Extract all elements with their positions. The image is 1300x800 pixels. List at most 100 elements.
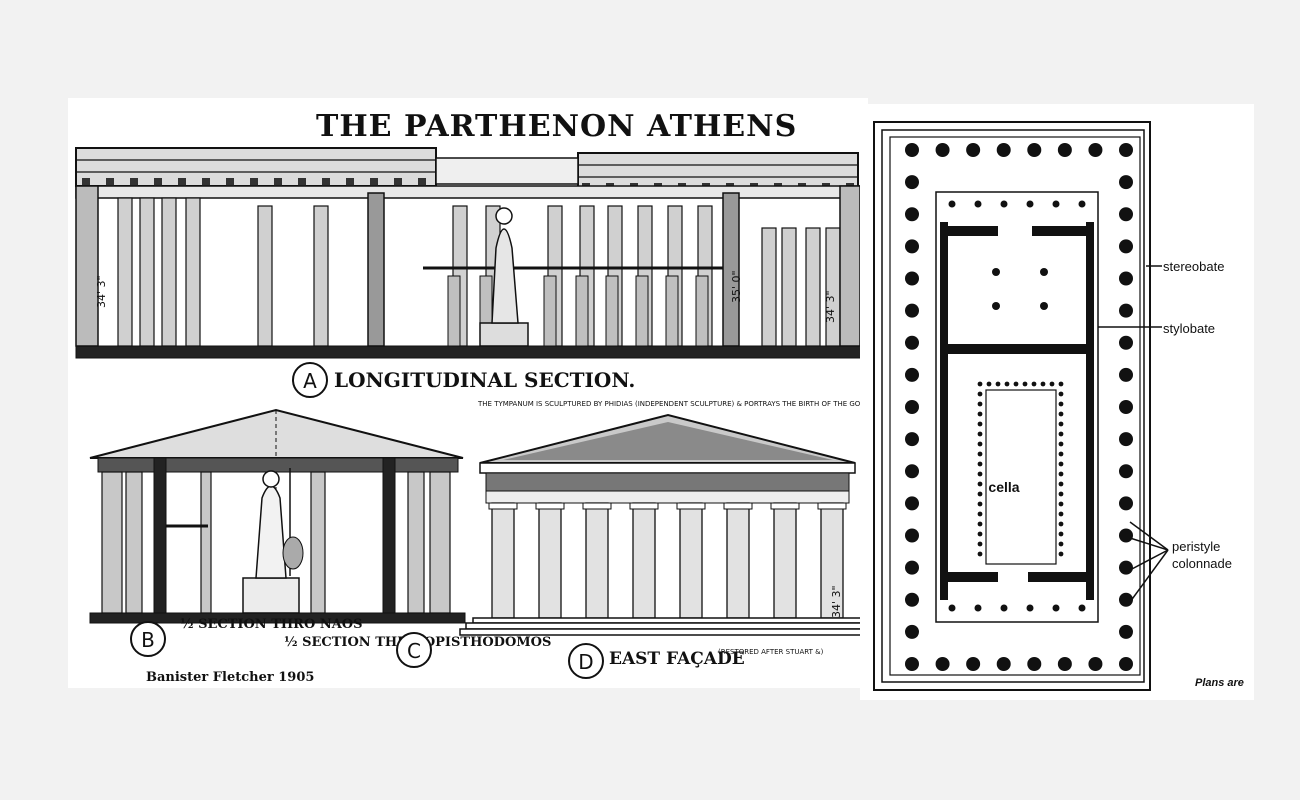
- column-capital: [582, 502, 612, 510]
- column: [310, 471, 326, 614]
- inner-column: [977, 431, 983, 437]
- inner-column: [1058, 481, 1064, 487]
- section-a-letter: A: [303, 369, 317, 393]
- section-d-marker: [568, 643, 604, 679]
- inner-column: [977, 491, 983, 497]
- column: [407, 471, 425, 614]
- inner-column: [1058, 471, 1064, 477]
- inner-column: [1058, 531, 1064, 537]
- facade-frieze: [485, 472, 850, 492]
- peristyle-column: [1119, 239, 1133, 254]
- inner-column: [1058, 551, 1064, 557]
- inner-column: [1031, 381, 1037, 387]
- column: [200, 471, 212, 614]
- inner-column: [986, 381, 992, 387]
- inner-column: [1058, 491, 1064, 497]
- inner-column: [977, 401, 983, 407]
- credit: Banister Fletcher 1905: [146, 670, 314, 685]
- triglyph: [322, 178, 330, 186]
- inner-column: [977, 481, 983, 487]
- cross-wall-2: [722, 192, 740, 347]
- porch-column: [1052, 200, 1060, 208]
- inner-column: [977, 441, 983, 447]
- inner-column: [1058, 401, 1064, 407]
- athena-statue-longitudinal: [479, 207, 529, 347]
- section-a-label: LONGITUDINAL SECTION.: [334, 368, 635, 392]
- peristyle-column: [966, 143, 981, 157]
- inner-column: [1004, 381, 1010, 387]
- peristyle-column: [935, 657, 950, 671]
- column-capital: [770, 502, 800, 510]
- dim-facade-height: 34' 3": [830, 585, 843, 618]
- inner-column: [1058, 381, 1064, 387]
- lower-column: [575, 275, 589, 347]
- cross-section: [89, 408, 466, 624]
- plan-caption: Plans are: [1195, 677, 1244, 689]
- section-d-label: EAST FAÇADE: [609, 649, 745, 669]
- peristyle-column: [1088, 657, 1103, 671]
- peristyle-column: [905, 464, 919, 479]
- inner-column: [1058, 411, 1064, 417]
- cross-wall: [948, 344, 1086, 354]
- triglyph: [370, 178, 378, 186]
- porch-columns: [948, 200, 1086, 612]
- inner-column: [1049, 381, 1055, 387]
- column-capital: [629, 502, 659, 510]
- column: [761, 227, 777, 347]
- peristyle-column: [1119, 528, 1133, 543]
- porch-column: [1052, 604, 1060, 612]
- peristyle-pointer-lines: [1129, 521, 1169, 603]
- column: [139, 197, 155, 347]
- peristyle-column: [905, 400, 919, 414]
- facade-column: [538, 502, 562, 619]
- cella-inner-colonnade-outline: [985, 389, 1057, 565]
- triglyph: [250, 178, 258, 186]
- tympanum-note: THE TYMPANUM IS SCULPTURED BY PHIDIAS (I…: [477, 400, 868, 408]
- inner-column: [977, 381, 983, 387]
- porch-column: [974, 200, 982, 208]
- facade-column: [773, 502, 797, 619]
- lower-column: [447, 275, 461, 347]
- triglyph: [106, 178, 114, 186]
- section-c-letter: C: [407, 639, 421, 663]
- facade-step-3: [459, 628, 868, 636]
- inner-column: [977, 421, 983, 427]
- facade-column: [726, 502, 750, 619]
- peristyle-column: [1119, 143, 1133, 157]
- cella-long-wall-right: [1086, 222, 1094, 600]
- column: [101, 471, 123, 614]
- peristyle-column: [966, 657, 981, 671]
- cross-columns: [101, 471, 451, 614]
- inner-column: [1058, 431, 1064, 437]
- peristyle-column: [1027, 657, 1042, 671]
- porch-column: [1078, 604, 1086, 612]
- inner-column: [995, 381, 1001, 387]
- peristyle-column: [1119, 335, 1133, 350]
- peristyle-label: peristyle: [1172, 539, 1220, 554]
- roof-centre: [435, 157, 579, 185]
- opisthodomos: [940, 222, 1094, 600]
- facade-architrave: [485, 490, 850, 504]
- peristyle-column: [1027, 143, 1042, 157]
- cella-long-wall-left: [940, 222, 948, 600]
- roof-right: [577, 152, 859, 192]
- colonnade-label: colonnade: [1172, 556, 1232, 571]
- peristyle-column: [1119, 496, 1133, 511]
- column-capital: [817, 502, 847, 510]
- triglyph: [226, 178, 234, 186]
- peristyle-column: [905, 143, 919, 157]
- inner-column: [977, 511, 983, 517]
- section-b-label: ½ SECTION THRO NAOS: [180, 617, 363, 632]
- triglyph: [178, 178, 186, 186]
- inner-column: [977, 551, 983, 557]
- porch-column: [948, 200, 956, 208]
- fletcher-drawing: THE PARTHENON ATHENS: [75, 109, 868, 685]
- facade-step-2: [465, 622, 868, 630]
- stereobate-outer: [873, 121, 1151, 691]
- peristyle-column: [905, 624, 919, 639]
- peristyle-column: [1088, 143, 1103, 157]
- triglyph: [82, 178, 90, 186]
- triglyph: [202, 178, 210, 186]
- column: [161, 197, 177, 347]
- lower-column: [665, 275, 679, 347]
